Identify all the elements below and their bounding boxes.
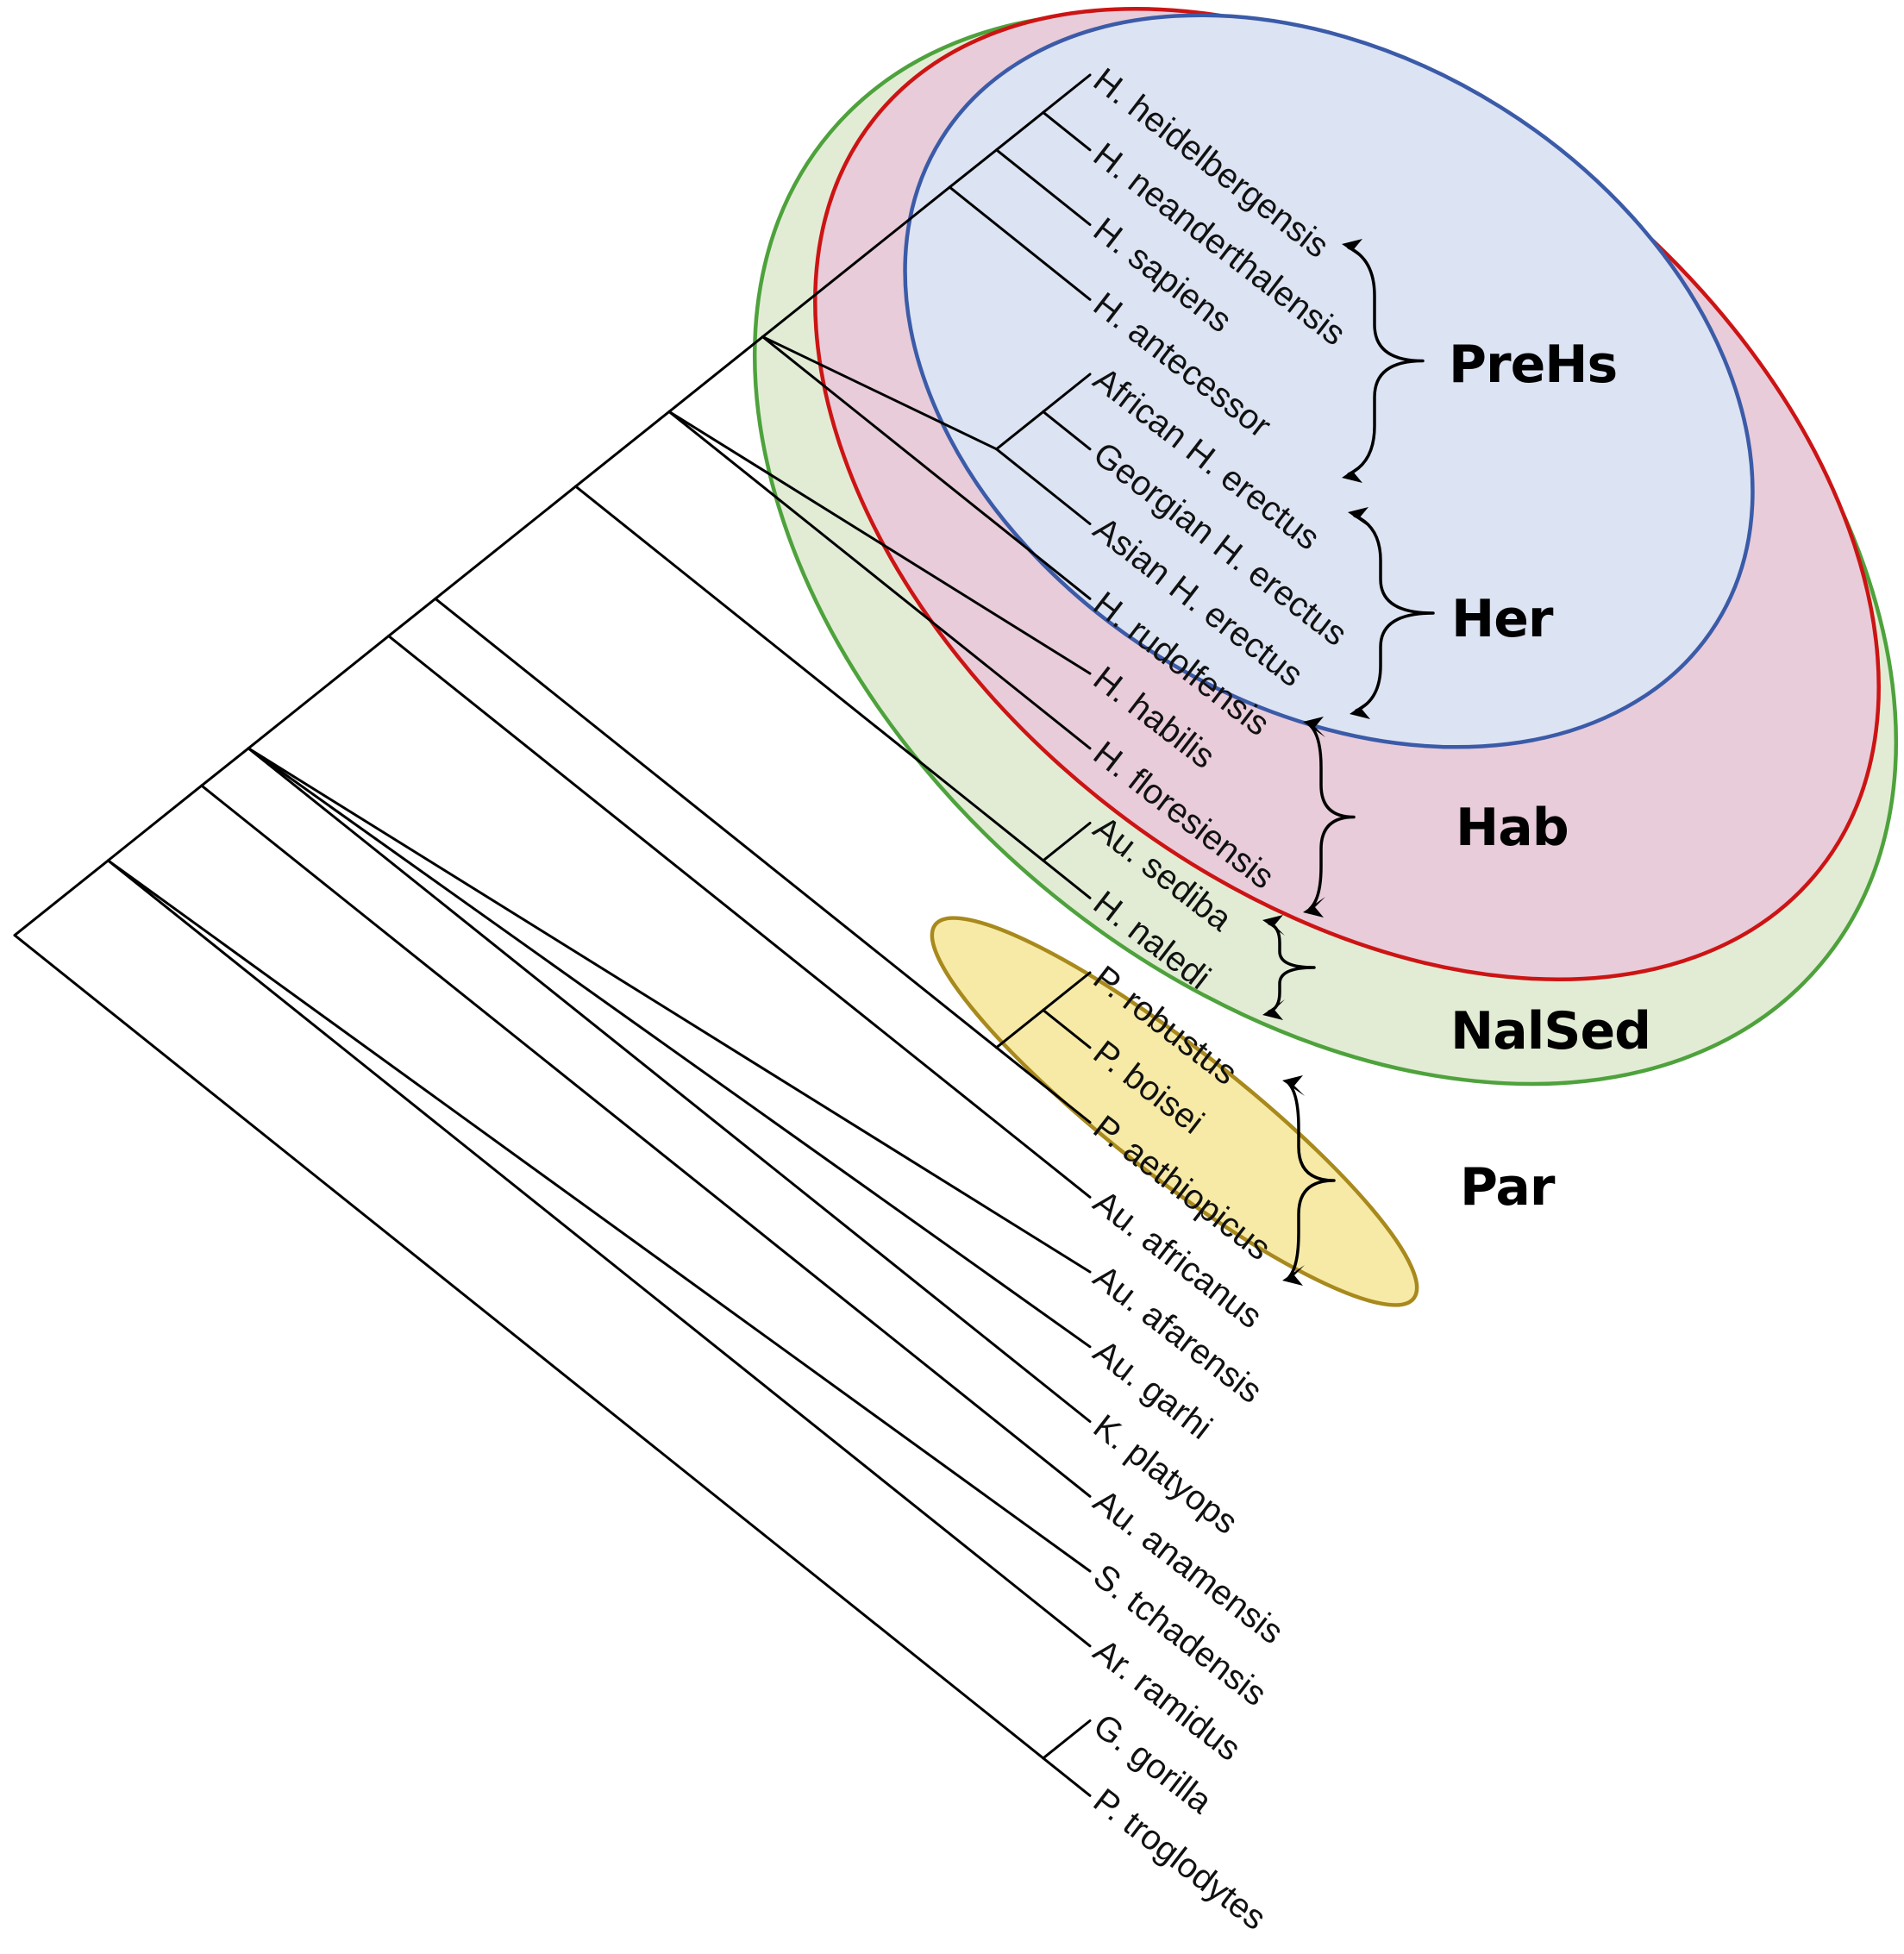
branch-to-h-rudolfensis [761,335,1092,600]
branch-to-p-boisei [1042,1008,1092,1049]
branch-internal-11 [761,335,999,451]
branch-to-g-gorilla [1042,1719,1092,1760]
arrowhead-nalsed-top [1262,915,1285,936]
group-label-her: Her [1451,589,1554,649]
group-label-nalsed: NalSed [1450,1001,1650,1062]
branch-to-k-platyops [247,747,1092,1423]
branch-to-au-afarensis [247,747,1092,1274]
branch-internal-5 [434,485,578,600]
branch-to-h-antecessor [948,185,1092,301]
branch-to-s-tchadensis [106,859,1092,1573]
group-label-prehs: PreHs [1449,335,1617,395]
branch-to-african-h-erectus [1042,373,1092,413]
arrowhead-par-bottom [1282,1265,1305,1286]
branch-to-p-robustus [1042,971,1092,1011]
arrowhead-nalsed-bottom [1262,999,1285,1020]
bracket-her [1353,514,1435,712]
clade-ellipses [752,7,1899,1307]
branch-to-p-aethiopicus [995,1046,1092,1124]
arrowhead-her-top [1348,507,1370,528]
her-prehs-clade-ellipse [903,13,1755,749]
branch-internal-7 [667,335,764,413]
branch-to-h-floresiensis [667,410,1092,750]
bracket-nalsed [1268,922,1316,1013]
branch-to-h-naledi [1042,859,1092,899]
bracket-prehs [1347,246,1425,476]
branch-internal-15 [995,1008,1045,1049]
branch-to-ar-ramidus [106,859,1092,1648]
branch-internal-1 [106,784,204,862]
bracket-hab [1308,723,1356,911]
branch-to-georgian-h-erectus [1042,410,1092,451]
branch-to-au-anamensis [200,784,1092,1498]
tree-branches [13,73,1092,1797]
branch-to-p-troglodytes [1042,1757,1092,1797]
group-label-par: Par [1460,1157,1556,1218]
branch-internal-2 [200,747,250,787]
branch-internal-13 [574,485,1045,862]
branch-internal-9 [948,148,999,189]
branch-to-h-habilis [667,410,1092,675]
branch-internal-3 [247,635,391,750]
branch-internal-14 [434,597,999,1049]
branch-to-au-sediba [1042,822,1092,862]
arrowhead-hab-top [1303,717,1325,737]
branch-internal-4 [387,597,437,638]
branch-to-h-neanderthalensis [1042,110,1092,152]
group-labels: PreHs Her Hab NalSed Par [1449,335,1651,1218]
bracket-par [1287,1082,1336,1279]
group-label-hab: Hab [1456,798,1569,858]
arrowhead-prehs-top [1342,239,1364,260]
branch-to-au-africanus [387,635,1092,1199]
par-clade-ellipse [930,916,1419,1307]
branch-internal-16 [13,934,1045,1760]
branch-internal-0 [13,859,110,937]
branch-internal-8 [761,185,951,339]
branch-internal-6 [574,410,671,488]
arrowhead-prehs-bottom [1342,462,1364,483]
branch-to-au-garhi [247,747,1092,1349]
arrowhead-par-top [1282,1075,1305,1096]
branch-to-h-heidelbergensis [1042,73,1092,114]
branch-to-h-sapiens [995,148,1092,226]
branch-to-asian-h-erectus [995,448,1092,525]
group-brackets [1262,239,1435,1286]
arrowhead-hab-bottom [1303,897,1325,918]
branch-internal-12 [995,410,1045,451]
branch-internal-10 [995,110,1045,152]
arrowhead-her-bottom [1350,698,1372,719]
